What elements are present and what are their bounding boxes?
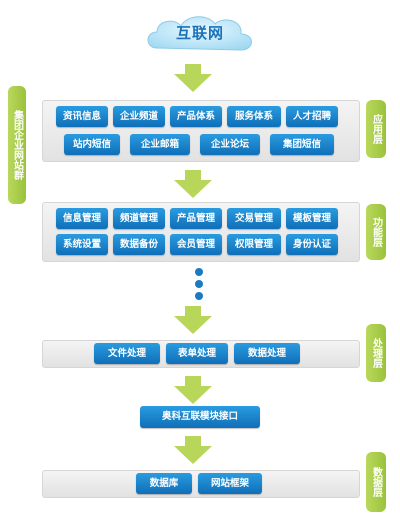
cloud-icon [147,16,252,51]
func-btn-settings[interactable]: 系统设置 [56,234,108,255]
app-btn-site-sms[interactable]: 站内短信 [64,134,120,155]
function-layer-tag: 功能层 [366,204,386,260]
ellipsis-dot [195,292,203,300]
app-btn-products[interactable]: 产品体系 [170,106,222,127]
app-btn-group-sms[interactable]: 集团短信 [270,134,334,155]
data-btn-database[interactable]: 数据库 [136,473,192,494]
processing-layer-tag: 处理层 [366,324,386,382]
down-arrow-icon [174,376,212,404]
func-btn-backup[interactable]: 数据备份 [113,234,165,255]
down-arrow-icon [174,306,212,334]
func-btn-trade[interactable]: 交易管理 [227,208,281,229]
func-btn-info[interactable]: 信息管理 [56,208,108,229]
app-btn-channel[interactable]: 企业频道 [113,106,165,127]
proc-btn-file[interactable]: 文件处理 [94,343,160,364]
data-layer-tag: 数据层 [366,452,386,512]
func-btn-permission[interactable]: 权限管理 [227,234,281,255]
app-btn-news[interactable]: 资讯信息 [56,106,108,127]
app-btn-email[interactable]: 企业邮箱 [130,134,190,155]
website-group-tag: 集团企业网站群 [8,86,26,204]
ellipsis-dot [195,268,203,276]
down-arrow-icon [174,170,212,198]
app-btn-recruit[interactable]: 人才招聘 [286,106,338,127]
proc-btn-data[interactable]: 数据处理 [234,343,300,364]
func-btn-template[interactable]: 模板管理 [286,208,338,229]
app-btn-forum[interactable]: 企业论坛 [200,134,260,155]
data-btn-framework[interactable]: 网站框架 [198,473,262,494]
func-btn-channel[interactable]: 频道管理 [113,208,165,229]
ellipsis-dot [195,280,203,288]
func-btn-member[interactable]: 会员管理 [170,234,222,255]
module-interface-button[interactable]: 奥科互联模块接口 [140,406,260,428]
internet-label: 互联网 [175,24,224,42]
func-btn-auth[interactable]: 身份认证 [286,234,338,255]
application-layer-tag: 应用层 [366,100,386,158]
app-btn-services[interactable]: 服务体系 [227,106,281,127]
func-btn-product[interactable]: 产品管理 [170,208,222,229]
down-arrow-icon [174,64,212,92]
down-arrow-icon [174,436,212,464]
proc-btn-form[interactable]: 表单处理 [166,343,228,364]
